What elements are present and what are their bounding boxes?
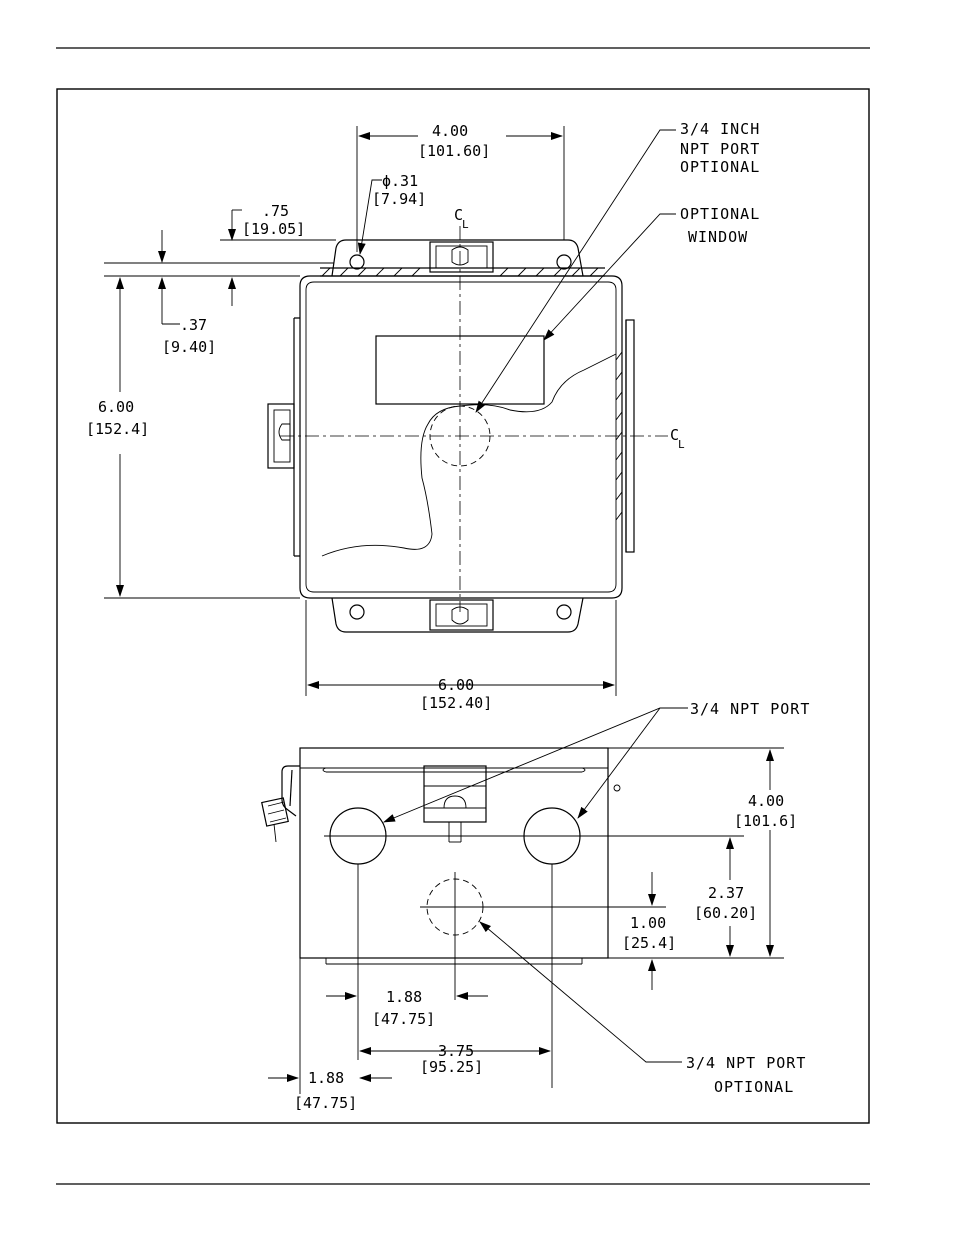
- callout-port-top-line2: NPT PORT: [680, 140, 760, 158]
- dim-top-width-in: 4.00: [432, 122, 468, 140]
- callout-window-line1: OPTIONAL: [680, 205, 760, 223]
- front-view: [268, 226, 668, 632]
- callout-port-top-line3: OPTIONAL: [680, 158, 760, 176]
- callout-npt-optional-line2: OPTIONAL: [714, 1078, 794, 1096]
- dim-edge-mm: [47.75]: [294, 1094, 357, 1112]
- callout-window-line2: WINDOW: [688, 228, 748, 246]
- dim-half-in: 1.88: [386, 988, 422, 1006]
- callout-port-top-line1: 3/4 INCH: [680, 120, 760, 138]
- dim-depth: [600, 748, 784, 958]
- callout-npt-optional-line1: 3/4 NPT PORT: [686, 1054, 806, 1072]
- centerline-right-sub: L: [678, 438, 685, 451]
- dim-height-in: 6.00: [98, 398, 134, 416]
- dim-hole-dia-mm: [7.94]: [372, 190, 426, 208]
- centerline-top-sub: L: [462, 218, 469, 231]
- dim-width-in: 6.00: [438, 676, 474, 694]
- dim-depth-in: 4.00: [748, 792, 784, 810]
- dim-top-width-mm: [101.60]: [418, 142, 490, 160]
- dim-opt-height-in: 1.00: [630, 914, 666, 932]
- dim-offset-in: .37: [180, 316, 207, 334]
- dim-flange-in: .75: [262, 202, 289, 220]
- dim-span-mm: [95.25]: [420, 1058, 483, 1076]
- dim-edge-in: 1.88: [308, 1069, 344, 1087]
- dim-opt-height-mm: [25.4]: [622, 934, 676, 952]
- dim-offset-mm: [9.40]: [162, 338, 216, 356]
- callout-port-top-leader: [476, 130, 676, 412]
- dim-width-mm: [152.40]: [420, 694, 492, 712]
- dim-half-mm: [47.75]: [372, 1010, 435, 1028]
- dim-hole-dia-in: ϕ.31: [382, 172, 418, 190]
- callout-npt-port: 3/4 NPT PORT: [690, 700, 810, 718]
- bottom-view: [262, 748, 620, 1000]
- dim-depth-mm: [101.6]: [734, 812, 797, 830]
- dim-port-height-in: 2.37: [708, 884, 744, 902]
- dim-height-mm: [152.4]: [86, 420, 149, 438]
- dim-flange-mm: [19.05]: [242, 220, 305, 238]
- dim-port-height-mm: [60.20]: [694, 904, 757, 922]
- callout-npt-port-leaders: [384, 708, 688, 822]
